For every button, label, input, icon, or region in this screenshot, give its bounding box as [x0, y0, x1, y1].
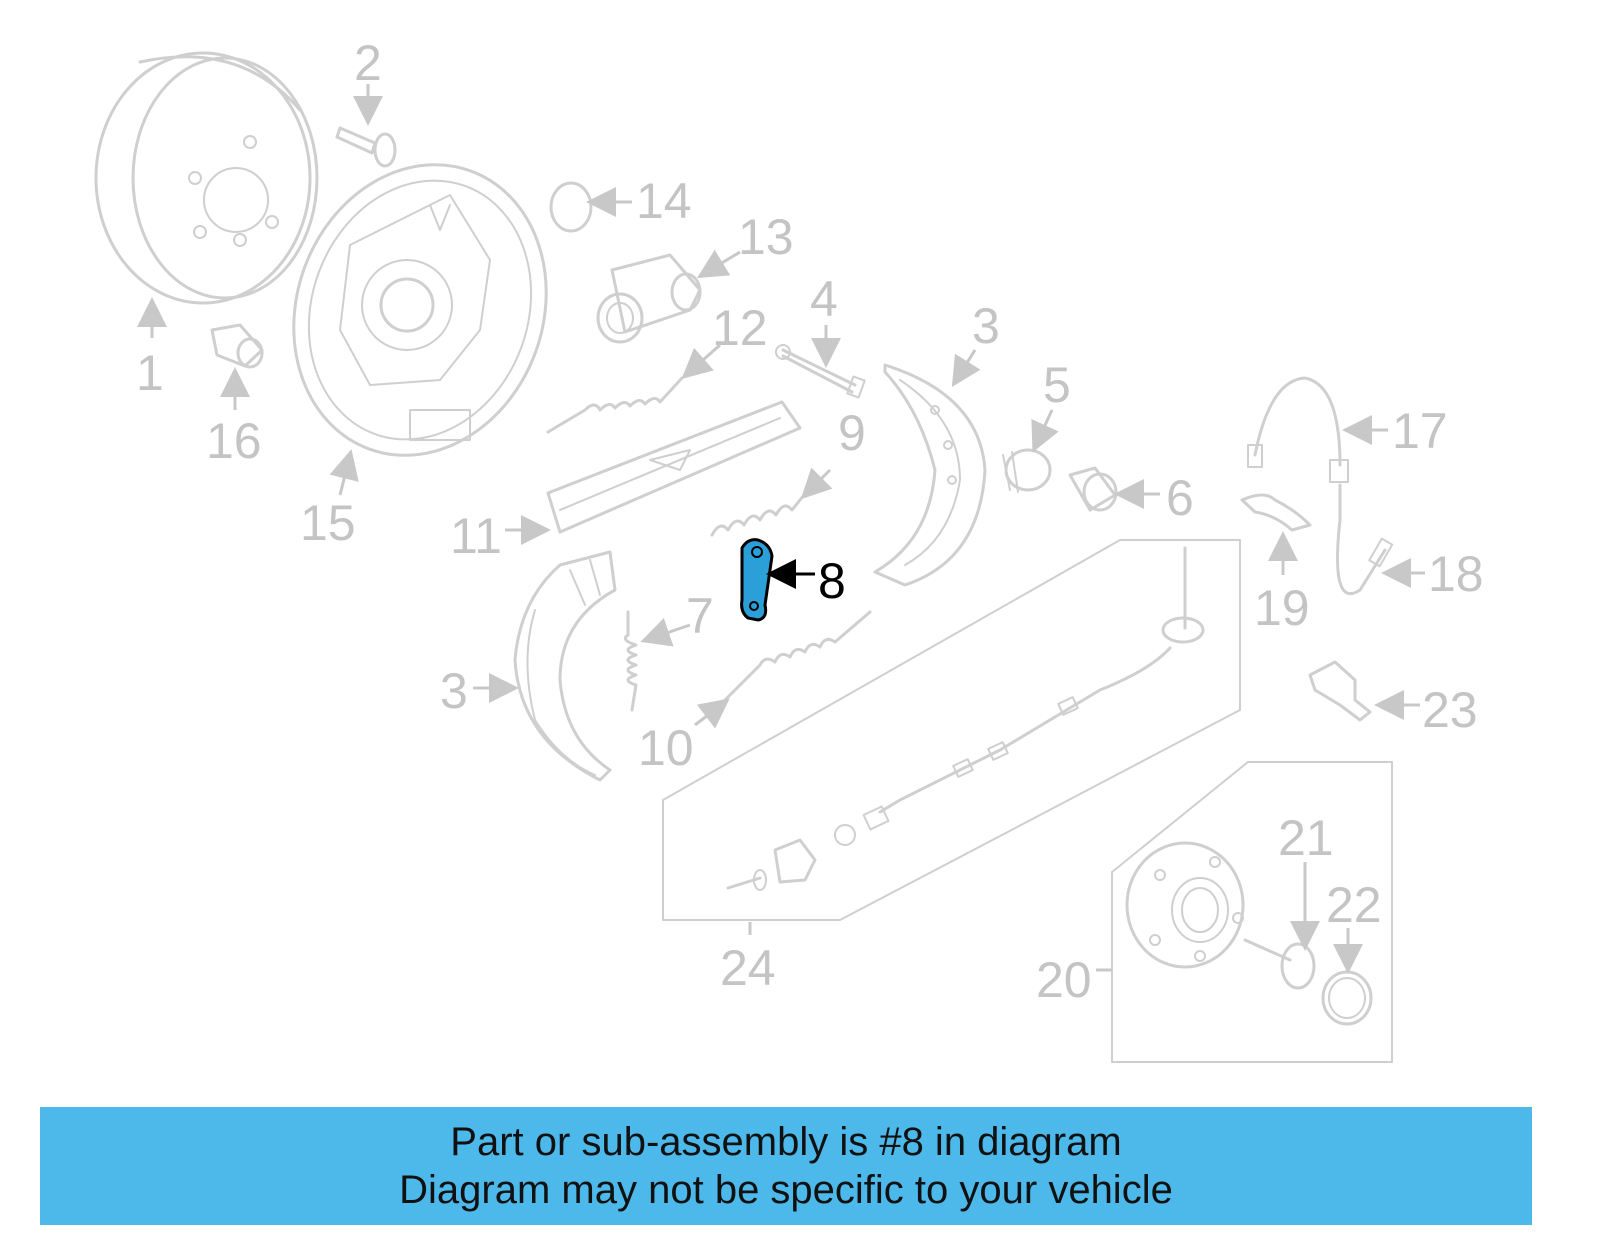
- label-23: 23: [1422, 682, 1478, 738]
- label-12: 12: [712, 300, 768, 356]
- leader-arrows: [137, 84, 1425, 974]
- caption-line-2: Diagram may not be specific to your vehi…: [399, 1168, 1173, 1212]
- label-10: 10: [638, 720, 694, 776]
- part-3-brake-shoe-left: [513, 550, 617, 782]
- label-2: 2: [354, 35, 382, 91]
- caption-banner: Part or sub-assembly is #8 in diagram Di…: [40, 1107, 1532, 1225]
- part-6-bushing: [1068, 466, 1118, 512]
- caption-line-1: Part or sub-assembly is #8 in diagram: [450, 1120, 1122, 1164]
- part-19-clip: [1240, 493, 1312, 532]
- part-21-hub-bolt: [1243, 938, 1316, 990]
- label-19: 19: [1254, 580, 1310, 636]
- label-9: 9: [838, 405, 866, 461]
- part-12-spring: [546, 376, 684, 434]
- label-3-left: 3: [440, 663, 468, 719]
- part-15-backing-plate: [292, 163, 548, 457]
- label-7: 7: [686, 588, 714, 644]
- part-7-spring: [623, 610, 638, 712]
- label-18: 18: [1428, 546, 1484, 602]
- part-24-parking-brake-cable: [662, 539, 1241, 921]
- part-4-pin: [775, 344, 866, 399]
- label-14: 14: [636, 173, 692, 229]
- label-16: 16: [206, 413, 262, 469]
- label-6: 6: [1166, 470, 1194, 526]
- label-3-right: 3: [972, 298, 1000, 354]
- part-14-plug: [549, 181, 593, 233]
- label-4: 4: [810, 271, 838, 327]
- part-9-spring: [710, 488, 810, 537]
- label-17: 17: [1392, 403, 1448, 459]
- part-18-brake-line: [1336, 483, 1394, 596]
- label-13: 13: [738, 209, 794, 265]
- label-5: 5: [1043, 357, 1071, 413]
- part-3-brake-shoe-right: [873, 363, 987, 587]
- label-11: 11: [450, 508, 502, 564]
- part-16-bushing: [210, 323, 264, 369]
- label-22: 22: [1326, 877, 1382, 933]
- label-21: 21: [1278, 810, 1334, 866]
- part-17-brake-hose: [1247, 376, 1349, 483]
- part-1-brake-drum: [94, 51, 319, 305]
- label-24: 24: [720, 940, 776, 996]
- part-20-wheel-hub: [1111, 761, 1393, 1063]
- label-20: 20: [1036, 952, 1092, 1008]
- callout-labels: 1 2 3 3 4 5 6 7 8 9 10 11 12 13 14 15 16…: [136, 35, 1484, 1008]
- label-8-highlighted: 8: [818, 553, 846, 609]
- part-8-lever-highlighted[interactable]: [740, 538, 774, 622]
- part-22-dust-cap: [1321, 970, 1373, 1026]
- part-11-strut: [546, 400, 802, 534]
- label-1: 1: [136, 345, 164, 401]
- part-23-bracket: [1308, 660, 1372, 722]
- part-5-boot: [1002, 448, 1052, 493]
- parts-diagram: 1 2 3 3 4 5 6 7 8 9 10 11 12 13 14 15 16…: [94, 35, 1484, 1063]
- part-10-spring: [718, 610, 872, 707]
- part-2-screw: [335, 126, 397, 168]
- part-13-wheel-cylinder: [596, 253, 702, 344]
- label-15: 15: [300, 495, 356, 551]
